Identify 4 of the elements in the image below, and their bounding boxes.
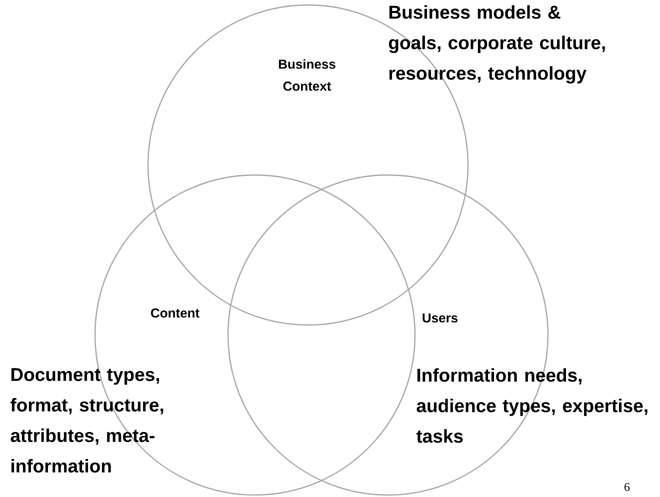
description-text: Document types, format, structure, attributes, meta-information <box>10 368 164 473</box>
description-text: Information needs, audience types, expertise, tasks <box>416 368 648 443</box>
description-text: Business models & goals, corporate culture, resources, technology <box>388 5 605 84</box>
page-number: 6 <box>624 482 630 492</box>
